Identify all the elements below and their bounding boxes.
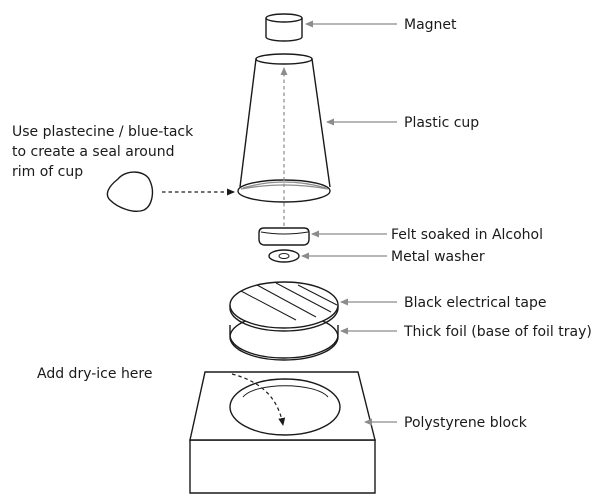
label-tape: Black electrical tape (404, 295, 546, 311)
label-dry-ice: Add dry-ice here (37, 366, 153, 382)
magnet (265, 13, 303, 42)
label-plastic-cup: Plastic cup (404, 115, 479, 131)
polystyrene-block (189, 371, 376, 494)
dry-ice-well (229, 378, 341, 436)
plasticine-blob (106, 171, 154, 212)
label-magnet: Magnet (404, 17, 457, 33)
label-felt: Felt soaked in Alcohol (391, 227, 543, 243)
label-seal-line3: rim of cup (12, 164, 83, 180)
label-seal-line1: Use plastecine / blue-tack (12, 124, 194, 140)
label-block: Polystyrene block (404, 415, 528, 431)
plastic-cup (237, 53, 331, 203)
black-tape-disc (229, 281, 339, 332)
label-seal-line2: to create a seal around (12, 144, 174, 160)
dry-ice-arrow (231, 373, 286, 426)
metal-washer (268, 249, 300, 263)
label-foil: Thick foil (base of foil tray) (403, 324, 592, 340)
felt-pad (258, 227, 310, 246)
label-washer: Metal washer (391, 249, 485, 265)
